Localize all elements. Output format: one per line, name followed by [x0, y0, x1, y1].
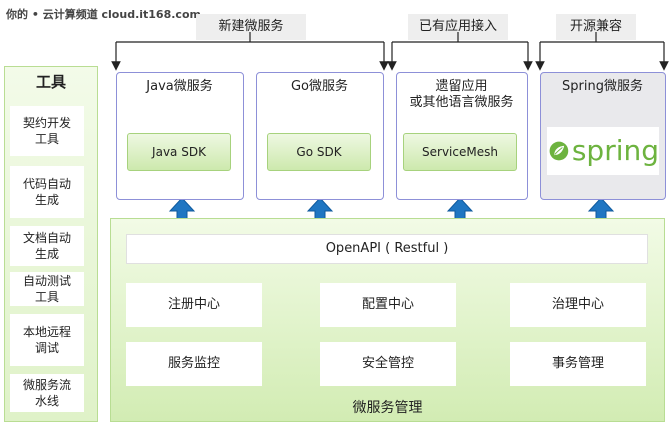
service-title: Go微服务 — [290, 79, 349, 94]
governance-center[interactable]: 治理中心 — [510, 283, 646, 327]
servicemesh-button[interactable]: ServiceMesh — [403, 133, 517, 171]
service-monitoring[interactable]: 服务监控 — [126, 342, 262, 386]
registry-center[interactable]: 注册中心 — [126, 283, 262, 327]
service-title: Java微服务 — [146, 79, 213, 94]
go-sdk-button[interactable]: Go SDK — [267, 133, 371, 171]
spring-leaf-icon — [549, 141, 569, 161]
openapi-bar[interactable]: OpenAPI ( Restful ) — [126, 234, 648, 264]
service-legacy[interactable]: 遗留应用 或其他语言微服务 ServiceMesh — [396, 72, 528, 200]
service-title: 遗留应用 或其他语言微服务 — [409, 79, 514, 110]
transaction-management[interactable]: 事务管理 — [510, 342, 646, 386]
tool-label: 代码自动生成 — [22, 177, 71, 207]
tool-label: 契约开发工具 — [22, 116, 71, 146]
tool-label: 文档自动生成 — [22, 231, 71, 261]
tool-doc-gen[interactable]: 文档自动生成 — [10, 226, 84, 266]
service-spring[interactable]: Spring微服务 spring — [540, 72, 666, 200]
service-go[interactable]: Go微服务 Go SDK — [256, 72, 384, 200]
config-center[interactable]: 配置中心 — [320, 283, 456, 327]
top-label-existing-apps: 已有应用接入 — [408, 14, 508, 40]
tool-contract-dev[interactable]: 契约开发工具 — [10, 106, 84, 156]
java-sdk-button[interactable]: Java SDK — [127, 133, 231, 171]
tool-label: 本地远程调试 — [22, 325, 71, 355]
tool-pipeline[interactable]: 微服务流水线 — [10, 374, 84, 412]
bracket-lines — [111, 32, 669, 71]
spring-logo: spring — [547, 127, 659, 175]
service-title: Spring微服务 — [562, 79, 643, 94]
tool-code-gen[interactable]: 代码自动生成 — [10, 166, 84, 218]
tool-remote-debug[interactable]: 本地远程调试 — [10, 314, 84, 366]
tool-auto-test[interactable]: 自动测试工具 — [10, 272, 84, 306]
tool-label: 自动测试工具 — [22, 274, 71, 304]
security-control[interactable]: 安全管控 — [320, 342, 456, 386]
tool-label: 微服务流水线 — [22, 378, 71, 408]
service-java[interactable]: Java微服务 Java SDK — [116, 72, 244, 200]
management-title: 微服务管理 — [352, 400, 423, 416]
top-label-new-services: 新建微服务 — [196, 14, 306, 40]
tools-title: 工具 — [35, 73, 66, 91]
spring-logo-text: spring — [571, 134, 659, 167]
watermark: 你的 • 云计算频道 cloud.it168.com — [6, 8, 201, 21]
